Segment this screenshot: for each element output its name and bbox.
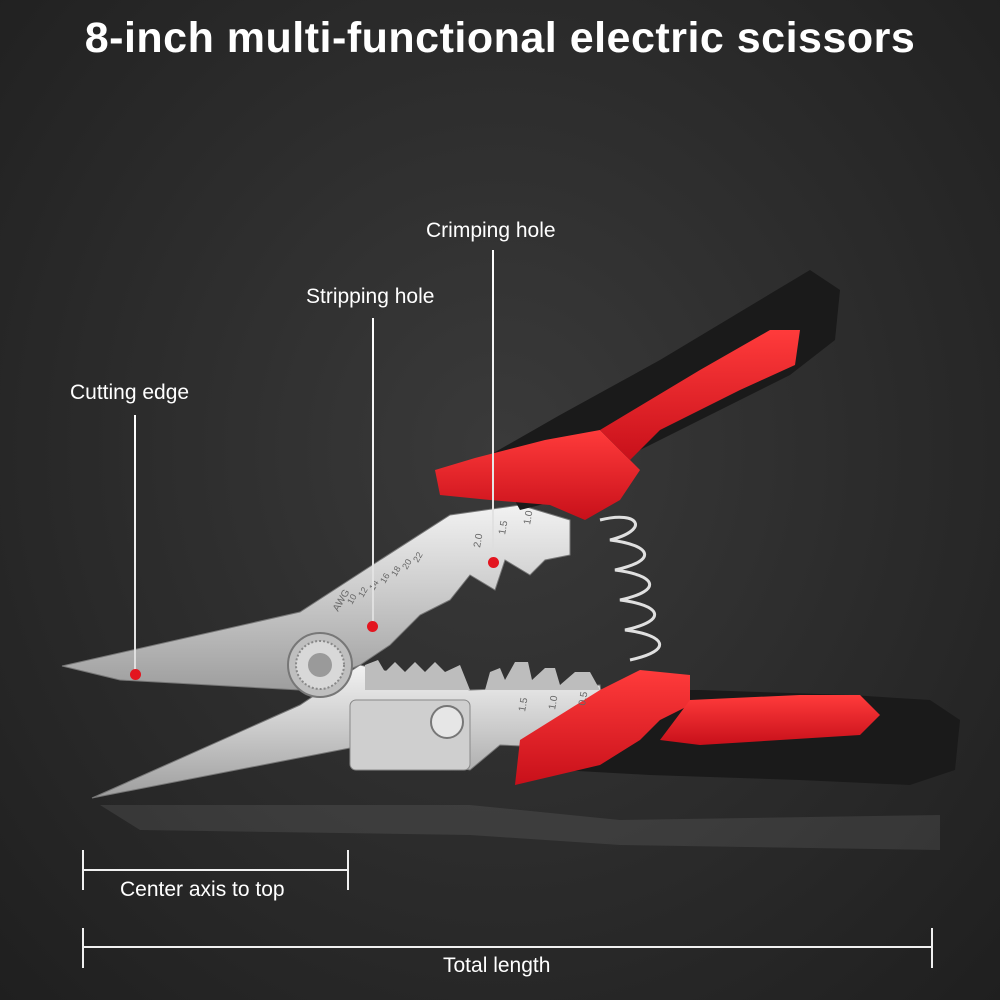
crimping-hole-marker [488,557,499,568]
upper-handle [435,270,840,520]
total-length-label: Total length [443,954,551,977]
page-title: 8-inch multi-functional electric scissor… [84,14,916,62]
total-length-dimension-line [82,946,933,948]
crimping-hole-leader-line [492,250,494,560]
stripping-size-marking: 18 [389,564,403,578]
reflection [100,805,940,850]
lower-handle [515,670,960,785]
stripping-size-marking: 16 [378,571,392,585]
lower-jaw [91,660,611,799]
stripping-size-marking: 20 [400,557,414,571]
pivot-bolt [287,632,353,698]
total-length-right-tick [931,928,933,968]
stripping-hole-marker [367,621,378,632]
cutting-edge-leader-line [134,415,136,672]
stripping-size-marking: 12 [356,585,370,599]
crimp-size-marking-lower: 0.5 [577,690,590,706]
crimp-size-marking-upper: 1.5 [497,519,510,535]
spring [599,515,662,662]
total-length-left-tick [82,928,84,968]
stripping-size-marking: 10 [345,592,359,606]
crimp-size-marking-lower: 1.0 [547,694,560,710]
center-axis-dimension-line [82,869,349,871]
crimp-size-marking-upper: 1.0 [522,509,535,525]
center-axis-to-top-label: Center axis to top [120,878,285,901]
stripping-hole-label: Stripping hole [306,285,435,308]
upper-jaw: AWG [61,504,571,691]
stripping-size-marking: 22 [411,550,425,564]
cutting-edge-label: Cutting edge [70,381,190,404]
stripping-hole-leader-line [372,318,374,623]
crimp-size-marking-lower: 1.5 [517,696,530,712]
crimping-hole-label: Crimping hole [426,219,556,242]
cutting-edge-marker [130,669,141,680]
crimp-size-marking-upper: 2.0 [472,532,485,548]
